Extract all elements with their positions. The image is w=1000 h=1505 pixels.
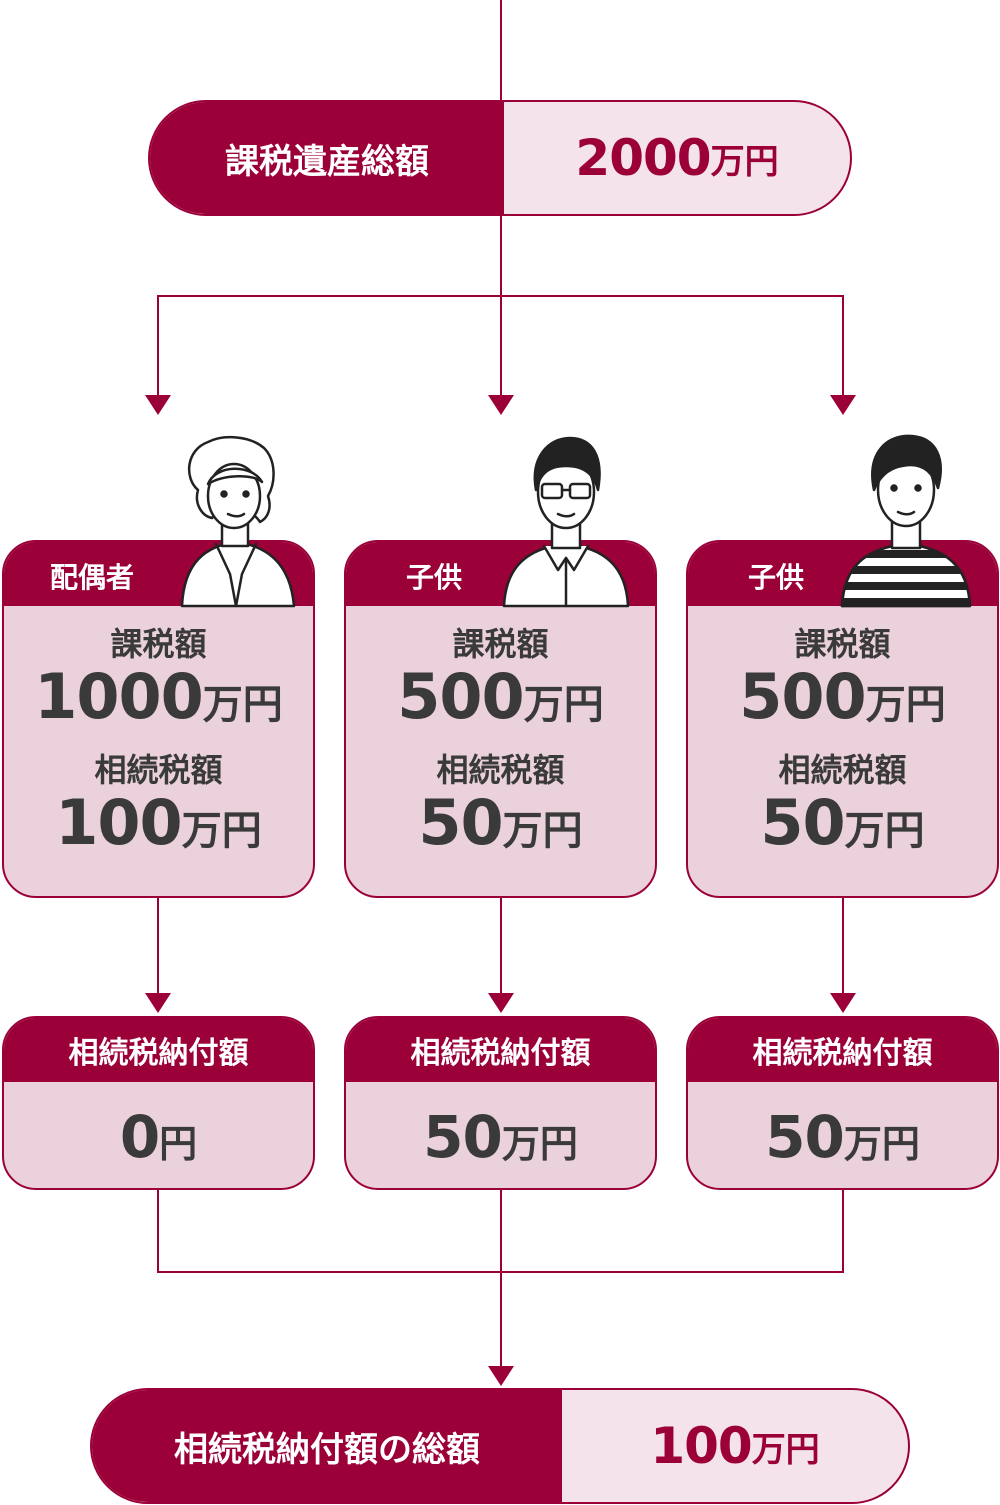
tax-label: 相続税額 xyxy=(778,751,907,789)
tax-amount: 50 xyxy=(760,786,845,859)
payment-value: 0円 xyxy=(4,1082,313,1188)
taxable-estate-amount: 2000 xyxy=(575,129,711,187)
middle-aged-man-glasses-icon xyxy=(502,436,630,608)
taxable-estate-label: 課税遺産総額 xyxy=(150,102,504,214)
arrow-down-icon xyxy=(830,993,856,1013)
payment-label: 相続税納付額 xyxy=(688,1018,997,1082)
payment-unit: 円 xyxy=(159,1122,198,1166)
taxable-amount: 1000 xyxy=(34,660,204,733)
tax-unit: 万円 xyxy=(844,808,925,854)
payment-amount: 0 xyxy=(119,1103,160,1171)
payment-box-child-1: 相続税納付額 50万円 xyxy=(344,1016,657,1190)
arrow-down-icon xyxy=(488,395,514,415)
arrow-down-icon xyxy=(488,993,514,1013)
taxable-amount: 500 xyxy=(739,660,866,733)
tax-amount: 50 xyxy=(418,786,503,859)
taxable-amount-row: 500万円 xyxy=(688,664,997,738)
tax-label: 相続税額 xyxy=(94,751,223,789)
payment-amount: 50 xyxy=(765,1103,845,1171)
arrow-down-icon xyxy=(830,395,856,415)
tax-unit: 万円 xyxy=(502,808,583,854)
payment-label: 相続税納付額 xyxy=(4,1018,313,1082)
taxable-label: 課税額 xyxy=(452,625,549,663)
tax-label: 相続税額 xyxy=(436,751,565,789)
heir-role: 子供 xyxy=(406,561,463,594)
taxable-unit: 万円 xyxy=(523,682,604,728)
taxable-amount: 500 xyxy=(397,660,524,733)
payment-label: 相続税納付額 xyxy=(346,1018,655,1082)
payment-amount: 50 xyxy=(423,1103,503,1171)
total-payment-label: 相続税納付額の総額 xyxy=(92,1390,562,1502)
payment-box-child-2: 相続税納付額 50万円 xyxy=(686,1016,999,1190)
young-man-striped-shirt-icon xyxy=(840,434,972,608)
heir-role: 子供 xyxy=(748,561,805,594)
tax-amount-row: 50万円 xyxy=(346,790,655,864)
total-payment-unit: 万円 xyxy=(751,1429,820,1470)
payment-unit: 万円 xyxy=(843,1122,920,1166)
taxable-label: 課税額 xyxy=(110,625,207,663)
payment-unit: 万円 xyxy=(501,1122,578,1166)
taxable-label: 課税額 xyxy=(794,625,891,663)
payment-value: 50万円 xyxy=(346,1082,655,1188)
taxable-unit: 万円 xyxy=(865,682,946,728)
tax-amount-row: 100万円 xyxy=(4,790,313,864)
arrow-down-icon xyxy=(145,395,171,415)
payment-value: 50万円 xyxy=(688,1082,997,1188)
taxable-amount-row: 1000万円 xyxy=(4,664,313,738)
heir-role: 配偶者 xyxy=(50,561,135,594)
taxable-amount-row: 500万円 xyxy=(346,664,655,738)
arrow-down-icon xyxy=(145,993,171,1013)
taxable-estate-unit: 万円 xyxy=(710,141,779,182)
payment-box-spouse: 相続税納付額 0円 xyxy=(2,1016,315,1190)
taxable-unit: 万円 xyxy=(202,682,283,728)
tax-amount: 100 xyxy=(55,786,182,859)
tax-amount-row: 50万円 xyxy=(688,790,997,864)
arrow-down-icon xyxy=(488,1366,514,1386)
tax-unit: 万円 xyxy=(181,808,262,854)
elderly-woman-icon xyxy=(180,435,296,608)
total-payment-amount: 100 xyxy=(650,1417,752,1475)
